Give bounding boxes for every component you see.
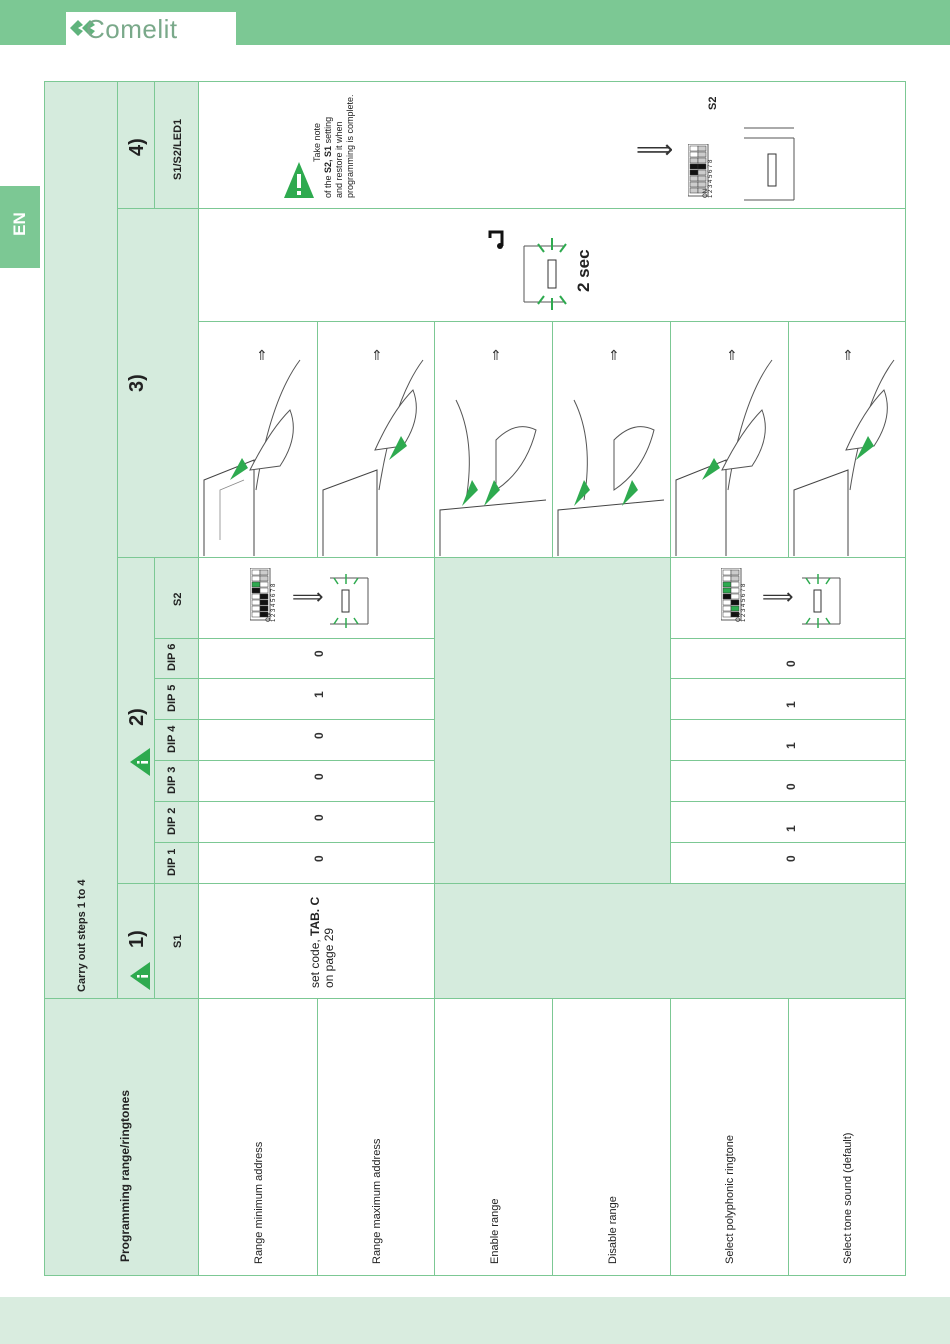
dip-value: 0: [312, 773, 326, 780]
header-dip2: DIP 2: [166, 807, 178, 835]
right-arrow-icon: ⟹: [636, 134, 674, 164]
dip-switch-numbers: 1 2 3 4 5 6 7 8: [741, 583, 747, 622]
s1-cell-rest: [434, 883, 906, 999]
step-1-label: 1): [126, 930, 148, 948]
dip-value: 0: [312, 732, 326, 739]
dip-switch-icon: [721, 568, 742, 621]
step-3-label: 3): [126, 374, 148, 392]
row-label: Select tone sound (default): [842, 1132, 854, 1264]
note-line3: and restore it when: [334, 121, 344, 198]
led-icon: [330, 574, 369, 628]
row-label: Range minimum address: [253, 1141, 265, 1264]
header-dip4: DIP 4: [166, 725, 178, 753]
dip-value: 0: [784, 660, 798, 667]
dip-value: 1: [784, 742, 798, 749]
table-subtitle: Carry out steps 1 to 4: [76, 879, 88, 992]
dip-cell-enable-disable: [434, 557, 671, 884]
hand-press-illustration: ⇑: [203, 347, 301, 556]
hand-press-illustration: ⇑: [439, 347, 547, 556]
led-icon: [744, 127, 795, 201]
svg-text:⇑: ⇑: [608, 347, 620, 363]
svg-text:⇑: ⇑: [371, 347, 383, 363]
dip-value: 1: [784, 825, 798, 832]
hand-press-illustration: ⇑: [675, 347, 773, 556]
warning-icon: [130, 748, 150, 776]
row-label: Enable range: [489, 1198, 501, 1264]
note-line4: programming is complete.: [345, 94, 355, 198]
led-icon: [802, 574, 841, 628]
dip-value: 0: [312, 855, 326, 862]
dip-value: 0: [312, 814, 326, 821]
dip-switch-numbers: 1 2 3 4 5 6 7 8: [708, 159, 714, 198]
right-arrow-icon: ⟹: [292, 584, 324, 609]
logo-background: [66, 12, 236, 46]
s3-header-cell: [117, 208, 199, 558]
note-line1: Take note: [312, 122, 322, 162]
s1-note-line1: set code, TAB. C: [308, 896, 322, 988]
header-dip6: DIP 6: [166, 643, 178, 671]
hand-press-illustration: ⇑: [557, 347, 665, 556]
hand-press-illustration: ⇑: [322, 347, 424, 556]
ringtone-note-icon: [488, 230, 504, 249]
s2-label: S2: [707, 96, 719, 110]
warning-icon: [284, 162, 314, 198]
comelit-mark-icon: [70, 20, 95, 36]
footer-bar: [0, 1297, 950, 1344]
dip-switch-numbers: 1 2 3 4 5 6 7 8: [271, 583, 277, 622]
dip-value: 1: [312, 691, 326, 698]
header-dip3: DIP 3: [166, 766, 178, 794]
dip-switch-icon: [688, 144, 709, 197]
step-2-label: 2): [126, 708, 148, 726]
header-dip1: DIP 1: [166, 848, 178, 876]
language-tab[interactable]: [0, 186, 40, 268]
dip-value: 0: [784, 855, 798, 862]
step-4-label: 4): [126, 138, 148, 156]
header-s4: S1/S2/LED1: [172, 118, 184, 180]
led-blink-icon: [523, 238, 567, 310]
s1-note-line2: on page 29: [322, 927, 336, 988]
row-label: Select polyphonic ringtone: [724, 1134, 736, 1264]
hand-illustration-cell: [788, 321, 906, 558]
dip-value: 1: [784, 701, 798, 708]
hand-press-illustration: ⇑: [793, 347, 895, 556]
dip-switch-icon: [250, 568, 271, 621]
header-dip5: DIP 5: [166, 684, 178, 712]
brand-logo: Comelit: [86, 14, 178, 44]
right-arrow-icon: ⟹: [762, 584, 794, 609]
warning-icon: [130, 962, 150, 990]
svg-text:⇑: ⇑: [726, 347, 738, 363]
svg-text:⇑: ⇑: [842, 347, 854, 363]
language-label: EN: [10, 212, 29, 236]
dip-value: 0: [784, 783, 798, 790]
dip-value: 0: [312, 650, 326, 657]
header-s1: S1: [172, 934, 184, 948]
svg-text:⇑: ⇑: [490, 347, 502, 363]
press-time-label: 2 sec: [574, 249, 593, 292]
table-title: Programming range/ringtones: [118, 1089, 132, 1262]
row-label: Range maximum address: [371, 1138, 383, 1264]
svg-text:⇑: ⇑: [256, 347, 268, 363]
row-label: Disable range: [607, 1196, 619, 1264]
header-s2: S2: [172, 592, 184, 606]
note-line2: of the S2, S1 setting: [323, 116, 333, 198]
s4-cell: [198, 81, 906, 209]
